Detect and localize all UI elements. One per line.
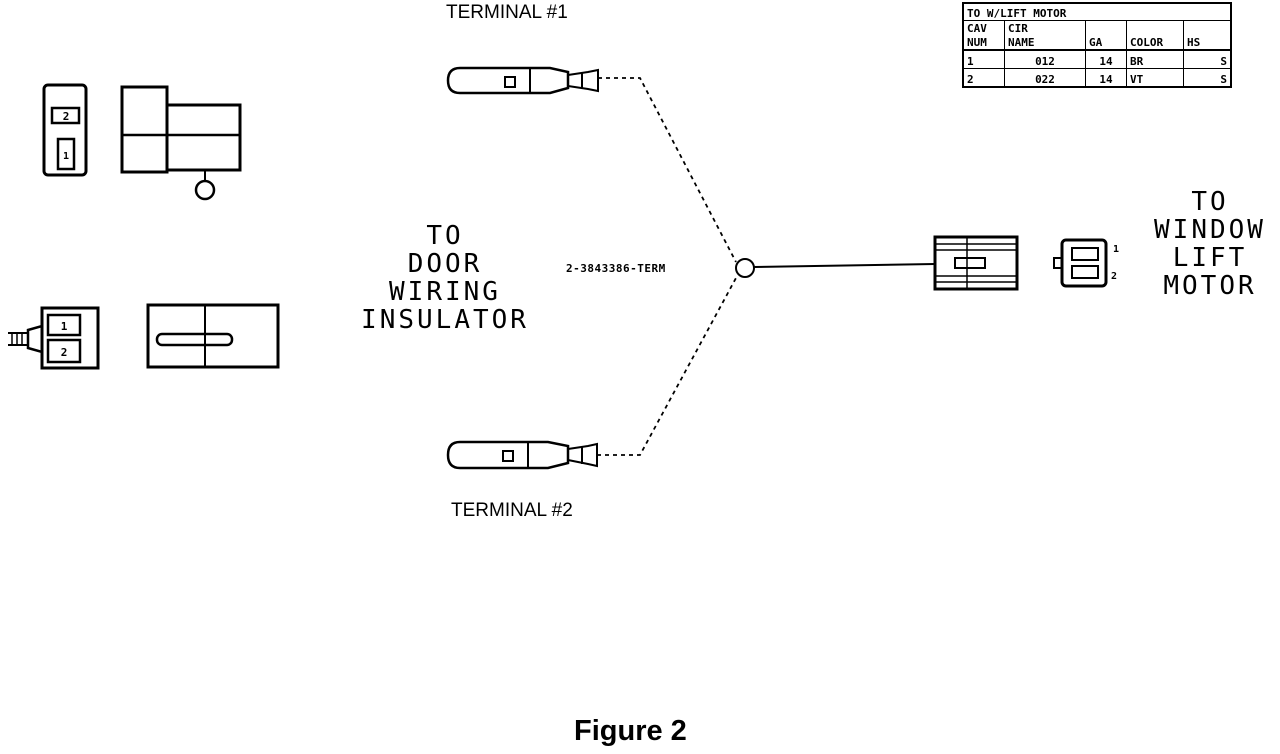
motor-label-line: WINDOW [1154, 215, 1266, 245]
cavity-label-1: 1 [61, 320, 68, 333]
pin-label-1: 1 [1113, 244, 1119, 255]
door-label-line: WIRING [389, 277, 501, 307]
table-title: TO W/LIFT MOTOR [964, 4, 1230, 21]
motor-label-line: MOTOR [1163, 271, 1257, 301]
door-label-line: TO [426, 221, 464, 251]
table-cell: 012 [1004, 50, 1086, 69]
table-header-cell [1184, 21, 1231, 36]
table-header-cell [1126, 20, 1184, 35]
table-header-cell: CAV [964, 20, 1005, 35]
door-connector-face-view-bottom: 1 2 [8, 306, 100, 370]
pin-label-2: 2 [1111, 271, 1117, 282]
table-cell: 1 [964, 50, 1005, 69]
terminal-1-pin [446, 66, 599, 95]
terminal-1-label: TERMINAL #1 [446, 2, 568, 23]
figure-caption: Figure 2 [574, 715, 687, 747]
motor-label-line: TO [1191, 187, 1229, 217]
cavity-label-2: 2 [61, 346, 68, 359]
cavity-label-1: 1 [63, 151, 69, 162]
table-cell: 022 [1004, 68, 1086, 86]
motor-connector-side-view [933, 235, 1019, 291]
door-label-line: DOOR [407, 249, 483, 279]
table-cell: S [1220, 73, 1227, 86]
table-header-cell [1085, 20, 1127, 35]
motor-connector-face-view: 1 2 [1053, 238, 1119, 288]
table-cell: BR [1126, 50, 1184, 69]
table-header-cell: HS [1183, 35, 1230, 51]
door-label-line: INSULATOR [361, 305, 529, 335]
circuit-table: TO W/LIFT MOTOR CAV CIR NUM NAME GA COLO… [962, 2, 1232, 88]
wire-terminal-2 [597, 277, 737, 456]
cavity-label-2: 2 [63, 110, 70, 123]
table-header-cell: GA [1085, 35, 1127, 51]
splice-point [735, 258, 755, 278]
motor-label-line: LIFT [1172, 243, 1248, 273]
door-connector-face-view-top: 2 1 [42, 83, 88, 177]
terminal-2-label: TERMINAL #2 [451, 500, 573, 521]
table-cell: VT [1126, 68, 1184, 86]
door-connector-side-view-bottom [146, 303, 280, 369]
table-cell: 2 [964, 68, 1005, 86]
wire-terminal-1 [598, 77, 737, 263]
door-connector-side-view-top [120, 85, 242, 201]
table-header-cell: NAME [1004, 35, 1086, 51]
table-row: 2 022 14 VT S [964, 68, 1230, 86]
door-wiring-insulator-label: TO DOOR WIRING INSULATOR [355, 222, 535, 334]
table-header-cell: NUM [964, 35, 1005, 51]
window-lift-motor-label: TO WINDOW LIFT MOTOR [1140, 188, 1280, 300]
part-number-label: 2-3843386-TERM [566, 262, 666, 275]
table-header-cell: COLOR [1126, 35, 1184, 51]
table-row: 1 012 14 BR S [964, 50, 1230, 69]
table-cell: 14 [1085, 68, 1127, 86]
table-header-cell: CIR [1004, 20, 1086, 35]
table-cell: S [1183, 50, 1230, 69]
wire-to-motor [753, 263, 936, 268]
table-cell: 14 [1085, 50, 1127, 69]
terminal-2-pin [446, 440, 598, 470]
